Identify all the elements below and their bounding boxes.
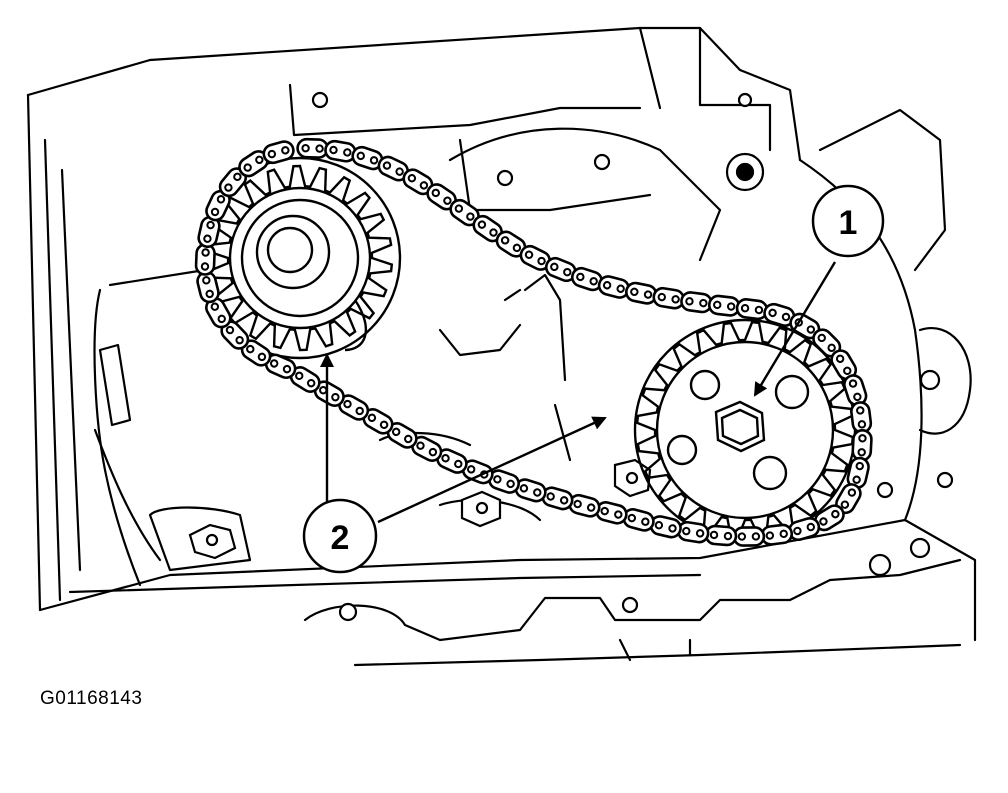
chain-link [296, 137, 329, 159]
callout-1: 1 [753, 184, 885, 397]
housing-bolt-holes [311, 91, 954, 622]
chain-link [788, 517, 821, 541]
pan-bolts [188, 458, 652, 560]
chain-link [338, 394, 370, 421]
chain-link [652, 286, 685, 310]
chain-link [707, 294, 741, 317]
pump-sprocket-teeth [635, 320, 855, 540]
figure-id: G01168143 [40, 688, 143, 709]
chain-link [324, 139, 357, 163]
hex-nut [714, 400, 766, 453]
callout-2-leader-b [377, 416, 607, 524]
chain-link [426, 183, 457, 211]
chain-link [760, 523, 794, 546]
callout-2-circle [302, 498, 378, 574]
callout-1-number: 1 [839, 204, 858, 242]
oil-pump-sprocket [633, 318, 857, 542]
chain-link [851, 429, 873, 462]
chain-link [519, 244, 551, 271]
chain-link [850, 401, 873, 434]
housing-bolt-boss [725, 152, 931, 559]
timing-chain [194, 137, 873, 547]
chain-link [704, 524, 738, 547]
chain-link [197, 215, 221, 249]
callout-1-circle [811, 184, 885, 258]
chain-link [676, 520, 710, 544]
crank-sprocket-teeth [206, 164, 394, 352]
chain-link [735, 298, 769, 321]
chain-link [680, 291, 713, 314]
chain-link [597, 275, 631, 299]
chain-link [449, 198, 480, 227]
chain-link [362, 408, 394, 435]
callout-2: 2 [302, 353, 607, 574]
chain-link [218, 167, 248, 198]
chain-link [289, 366, 321, 393]
chain-link [625, 281, 658, 305]
chain-link [846, 456, 870, 490]
chain-link [194, 243, 216, 276]
chain-link [568, 493, 601, 518]
chain-link [264, 353, 297, 380]
chain-link [461, 459, 494, 485]
chain-link [220, 320, 250, 350]
chain-link [732, 526, 766, 547]
chain-link [763, 302, 796, 327]
chain-link [262, 140, 295, 165]
callout-2-number: 2 [331, 519, 350, 557]
callout-1-leader [753, 261, 837, 397]
chain-link [541, 486, 574, 511]
